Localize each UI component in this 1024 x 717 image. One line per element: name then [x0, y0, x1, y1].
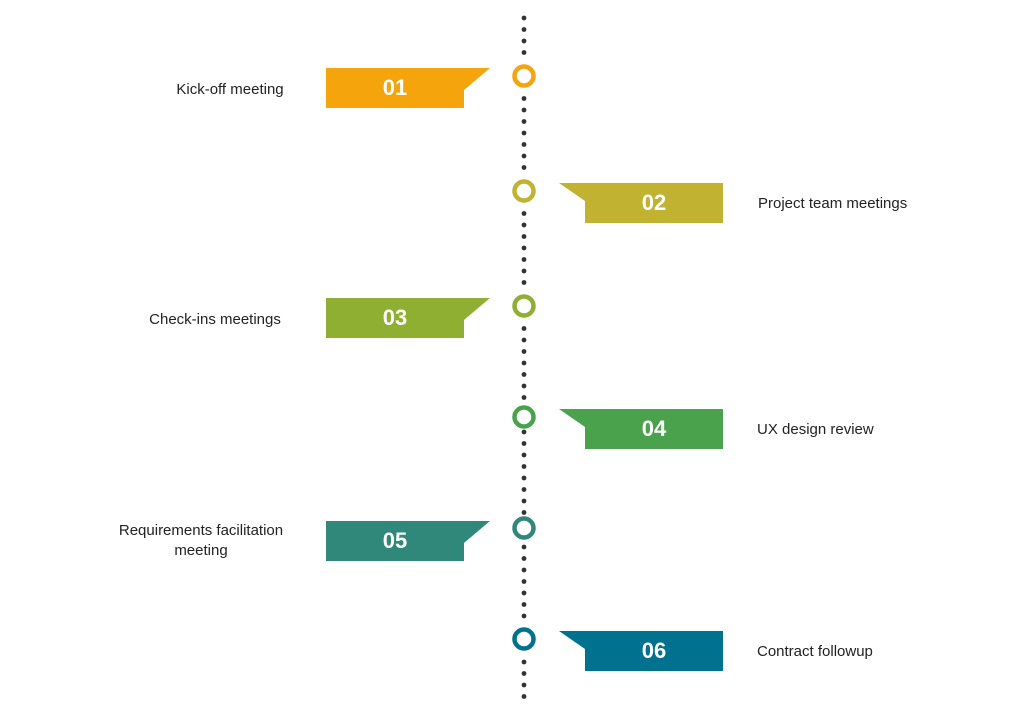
timeline-dot	[521, 50, 527, 55]
timeline-dot	[521, 211, 527, 216]
step-number-01: 01	[382, 75, 408, 100]
timeline-dot	[521, 544, 527, 550]
timeline-dot	[521, 119, 527, 124]
step-flag-03	[326, 298, 490, 338]
step-flag-02	[559, 183, 723, 223]
timeline-dot	[521, 27, 527, 32]
step-number-06: 06	[641, 638, 667, 663]
step-flag-05	[326, 521, 490, 561]
timeline-dot	[521, 142, 527, 147]
step-label-project-team: Project team meetings	[758, 195, 908, 212]
timeline-dot	[521, 441, 527, 446]
step-node-04	[512, 405, 536, 429]
step-label-check-ins: Check-ins meetings	[149, 311, 281, 328]
timeline-flags	[326, 68, 723, 671]
timeline-dot	[521, 38, 527, 44]
timeline-dot	[521, 165, 527, 170]
timeline-dot	[521, 268, 527, 274]
step-node-03	[512, 294, 536, 318]
timeline-dot	[521, 326, 527, 331]
step-flag-01	[326, 68, 490, 108]
timeline-dot	[521, 360, 527, 366]
timeline-dot	[521, 452, 527, 458]
timeline-dot	[521, 498, 527, 504]
timeline-dot	[521, 613, 527, 619]
step-node-06	[512, 627, 536, 651]
timeline-dot	[521, 372, 527, 377]
timeline-dot	[521, 694, 527, 699]
timeline-dot	[521, 429, 527, 435]
step-label-requirements: Requirements facilitation meeting	[118, 522, 284, 559]
timeline-dot	[521, 222, 527, 228]
step-flag-06	[559, 631, 723, 671]
timeline-dot	[521, 682, 527, 688]
step-label-ux-review: UX design review	[757, 421, 874, 438]
timeline-dot	[521, 567, 527, 573]
timeline-dot	[521, 15, 527, 21]
timeline-dot	[521, 487, 527, 492]
timeline-dot	[521, 464, 527, 469]
timeline-dot	[521, 107, 527, 113]
timeline-dot	[521, 579, 527, 584]
timeline-nodes	[512, 64, 536, 651]
step-node-01	[512, 64, 536, 88]
timeline-dot	[521, 590, 527, 596]
timeline-dot	[521, 556, 527, 561]
timeline-dotted-line	[521, 15, 527, 699]
timeline-dot	[521, 383, 527, 389]
timeline-dot	[521, 245, 527, 251]
step-number-02: 02	[641, 190, 667, 215]
timeline-dot	[521, 659, 527, 665]
timeline-dot	[521, 475, 527, 481]
timeline-dot	[521, 395, 527, 400]
step-number-03: 03	[382, 305, 408, 330]
timeline-dot	[521, 510, 527, 515]
timeline-dot	[521, 671, 527, 676]
timeline-dot	[521, 234, 527, 239]
timeline-dot	[521, 349, 527, 354]
step-label-kickoff: Kick-off meeting	[176, 81, 284, 98]
timeline-dot	[521, 257, 527, 262]
step-number-04: 04	[641, 416, 667, 441]
step-flag-04	[559, 409, 723, 449]
timeline-dot	[521, 280, 527, 285]
timeline-dot	[521, 96, 527, 101]
step-number-05: 05	[382, 528, 408, 553]
timeline-dot	[521, 337, 527, 343]
step-node-05	[512, 516, 536, 540]
timeline-dot	[521, 153, 527, 159]
timeline-dot	[521, 130, 527, 136]
step-label-contract: Contract followup	[757, 643, 873, 660]
step-node-02	[512, 179, 536, 203]
timeline-dot	[521, 602, 527, 607]
